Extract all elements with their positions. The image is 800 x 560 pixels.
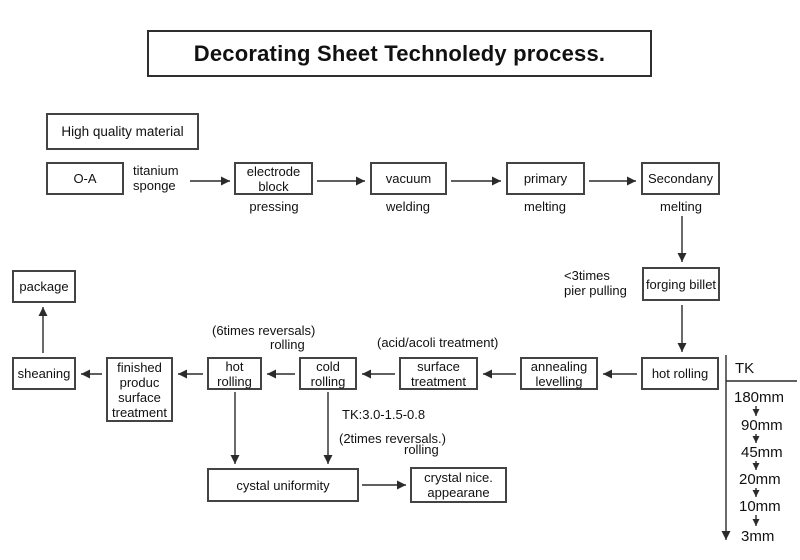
label-tk-spec: TK:3.0-1.5-0.8 xyxy=(342,407,426,422)
label-pier-pulling: <3times pier pulling xyxy=(564,268,627,298)
tk-step-10mm: 10mm xyxy=(739,498,781,515)
node-hot-rolling-right: hot rolling xyxy=(641,357,719,390)
label-titanium-sponge: titanium sponge xyxy=(133,163,179,193)
label-six-times-reversals: (6times reversals) xyxy=(212,323,316,338)
node-cold-rolling: cold rolling xyxy=(299,357,357,390)
node-package: package xyxy=(12,270,76,303)
node-annealing-levelling: annealing levelling xyxy=(520,357,598,390)
node-crystal-appearance: crystal nice. appearane xyxy=(410,467,507,503)
node-primary: primary xyxy=(506,162,585,195)
title-box: Decorating Sheet Technoledy process. xyxy=(147,30,652,77)
node-high-quality-material: High quality material xyxy=(46,113,199,150)
tk-step-45mm: 45mm xyxy=(741,444,783,461)
label-pressing: pressing xyxy=(249,199,299,214)
node-sheaning: sheaning xyxy=(12,357,76,390)
node-surface-treatment: surface treatment xyxy=(399,357,478,390)
node-hot-rolling-left: hot rolling xyxy=(207,357,262,390)
node-cystal-uniformity: cystal uniformity xyxy=(207,468,359,502)
label-melting-primary: melting xyxy=(524,199,566,214)
label-welding: welding xyxy=(385,199,431,214)
label-two-times-rolling: rolling xyxy=(404,442,439,457)
node-oa: O-A xyxy=(46,162,124,195)
node-secondany: Secondany xyxy=(641,162,720,195)
node-forging-billet: forging billet xyxy=(642,267,720,301)
node-vacuum: vacuum xyxy=(370,162,447,195)
label-six-times-rolling: rolling xyxy=(270,337,305,352)
label-two-times-reversals: (2times reversals.) xyxy=(339,431,446,446)
tk-step-20mm: 20mm xyxy=(739,471,781,488)
page-title: Decorating Sheet Technoledy process. xyxy=(193,40,606,66)
node-electrode-block: electrode block xyxy=(234,162,313,195)
label-melting-secondary: melting xyxy=(660,199,702,214)
tk-step-180mm: 180mm xyxy=(734,389,785,406)
node-finished-product-surface-treatment: finished produc surface treatment xyxy=(106,357,173,422)
tk-step-90mm: 90mm xyxy=(741,417,783,434)
tk-header: TK xyxy=(735,360,755,377)
tk-step-3mm: 3mm xyxy=(741,528,775,545)
label-acid-treatment: (acid/acoli treatment) xyxy=(377,335,499,350)
